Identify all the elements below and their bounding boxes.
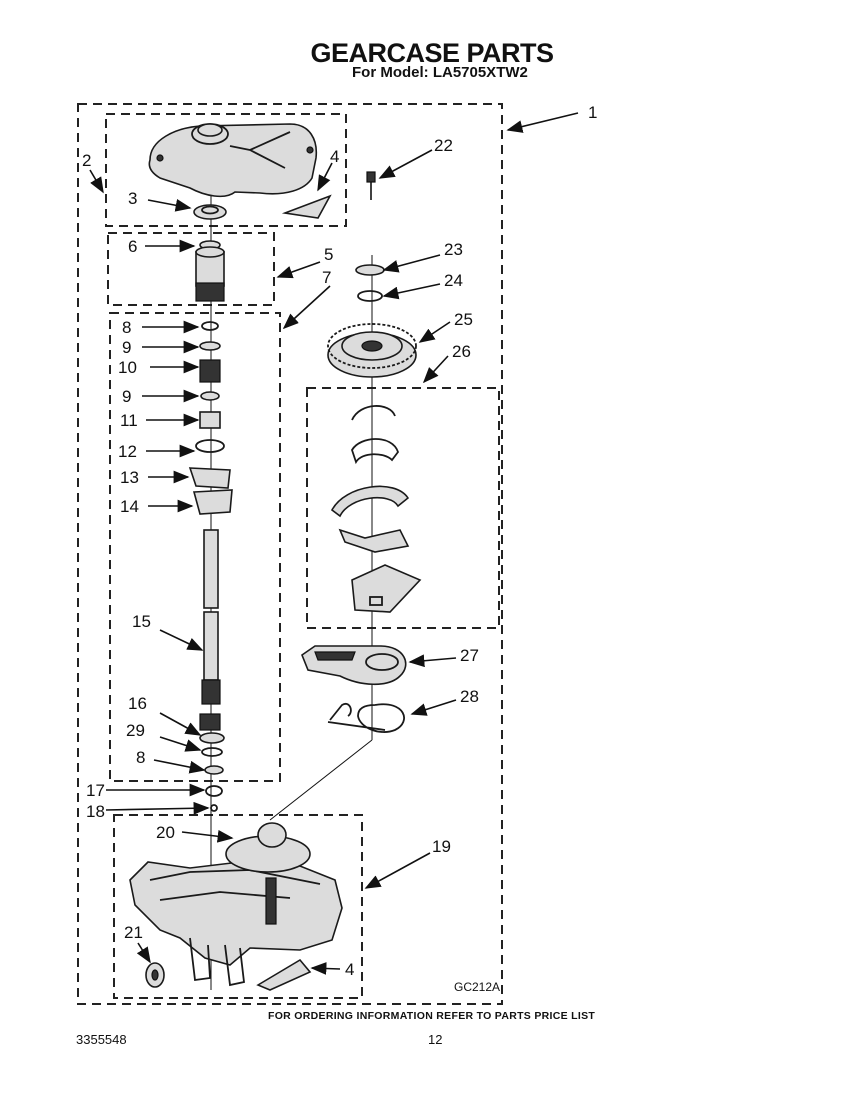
callout-17: 17	[86, 781, 105, 800]
callout-14: 14	[120, 497, 139, 516]
callout-16: 16	[128, 694, 147, 713]
leader-lines	[89, 112, 579, 975]
document-number: 3355548	[76, 1032, 127, 1047]
drawing-code: GC212A	[454, 980, 500, 994]
callout-9-bottom: 9	[122, 387, 131, 406]
cover-subassembly-frame	[105, 113, 347, 227]
gear-axis-connector	[269, 739, 373, 821]
spring-clip	[327, 702, 405, 733]
case-subassembly-frame	[113, 814, 363, 999]
callout-8-top: 8	[122, 318, 131, 337]
callout-4-bottom: 4	[345, 960, 354, 979]
callout-25: 25	[454, 310, 473, 329]
page-number: 12	[428, 1032, 443, 1047]
callout-13: 13	[120, 468, 139, 487]
callout-15: 15	[132, 612, 151, 631]
callout-29: 29	[126, 721, 145, 740]
callout-6: 6	[128, 237, 137, 256]
callout-21: 21	[124, 923, 143, 942]
callout-23: 23	[444, 240, 463, 259]
washers-23-24	[355, 264, 385, 302]
pinion-part	[195, 240, 225, 302]
callout-8-bottom: 8	[136, 748, 145, 767]
callout-4-top: 4	[330, 147, 339, 166]
gearcase-assembly-frame	[77, 103, 503, 1005]
lower-seal	[145, 962, 165, 988]
grease-tube-bottom	[256, 958, 312, 991]
callout-3: 3	[128, 189, 137, 208]
seal-part	[193, 204, 227, 220]
shifter-subassembly-frame	[306, 387, 500, 629]
callout-11: 11	[120, 411, 138, 430]
pinion-subassembly-frame	[107, 232, 275, 306]
shaft-subassembly-frame	[109, 312, 281, 782]
callout-1: 1	[588, 103, 597, 122]
model-subtitle: For Model: LA5705XTW2	[352, 64, 528, 81]
callout-10: 10	[118, 358, 137, 377]
callout-12: 12	[118, 442, 137, 461]
shaft-stack-parts	[188, 321, 233, 515]
shifter-cam	[301, 645, 407, 686]
gearcase-cover	[148, 123, 318, 198]
callout-2: 2	[82, 151, 91, 170]
callout-24: 24	[444, 271, 463, 290]
callout-18: 18	[86, 802, 105, 821]
callout-20: 20	[156, 823, 175, 842]
grease-tube-top	[281, 194, 332, 219]
callout-9-top: 9	[122, 338, 131, 357]
callout-5: 5	[324, 245, 333, 264]
screw-part	[366, 171, 376, 200]
lower-shaft-parts	[199, 713, 225, 812]
callout-7: 7	[322, 268, 331, 287]
callout-27: 27	[460, 646, 479, 665]
gear-case-housing	[129, 822, 343, 987]
callout-22: 22	[434, 136, 453, 155]
shifter-parts	[330, 405, 422, 613]
agitator-shaft	[201, 529, 221, 705]
drive-gear	[327, 323, 417, 378]
callout-28: 28	[460, 687, 479, 706]
page-title: GEARCASE PARTS	[310, 38, 554, 68]
ordering-note: FOR ORDERING INFORMATION REFER TO PARTS …	[268, 1010, 596, 1022]
callout-19: 19	[432, 837, 451, 856]
callout-26: 26	[452, 342, 471, 361]
